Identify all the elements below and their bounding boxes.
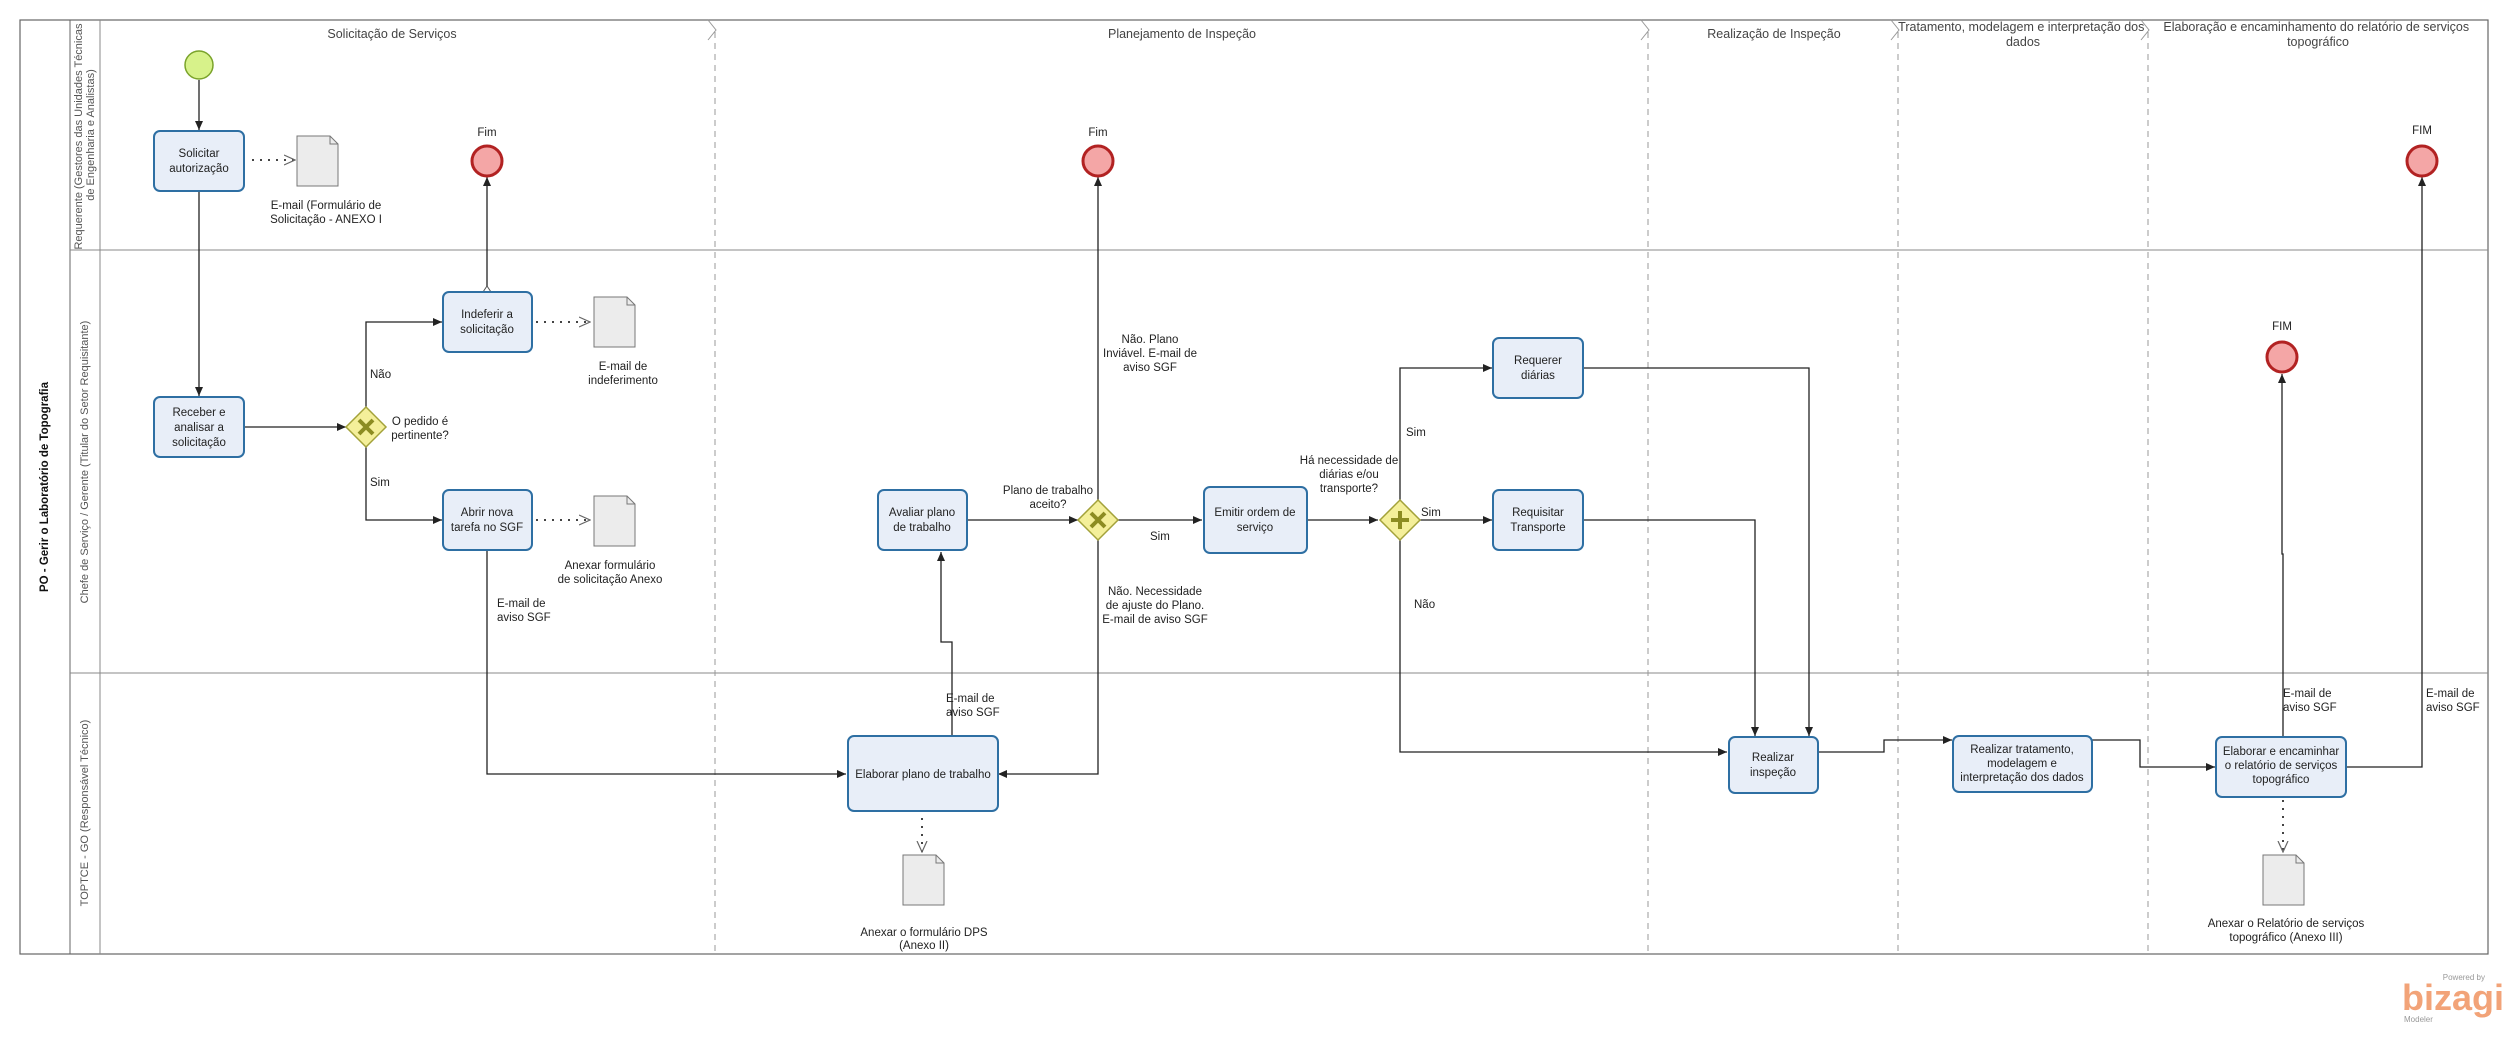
flow-realizar-tratamento bbox=[1818, 736, 1952, 753]
exclusive-x-icon bbox=[357, 418, 375, 436]
bizagi-wordmark: bizagi bbox=[2402, 977, 2504, 1018]
gateways bbox=[344, 405, 1422, 542]
end-event-fim2-label: Fim bbox=[1088, 127, 1107, 139]
documents bbox=[296, 135, 2305, 906]
end-event-fim1[interactable] bbox=[470, 144, 504, 178]
svg-text:Elaborar plano de trabalho: Elaborar plano de trabalho bbox=[855, 769, 991, 781]
flow-tratamento-elaborarrel bbox=[2092, 739, 2215, 771]
flow-abrir-elaborar bbox=[486, 550, 846, 778]
start-event[interactable] bbox=[184, 50, 214, 80]
document-icon[interactable] bbox=[593, 495, 636, 547]
modeler-text: Modeler bbox=[2404, 1015, 2433, 1024]
phase-tratamento: Tratamento, modelagem e interpretação do… bbox=[1898, 20, 2148, 49]
end-event-fim3[interactable] bbox=[2265, 340, 2299, 374]
phase-realizacao: Realização de Inspeção bbox=[1707, 27, 1840, 41]
flow-label-sim: Sim bbox=[1421, 507, 1441, 519]
flow-gw1-abrir bbox=[365, 445, 442, 524]
document-icon[interactable] bbox=[902, 854, 945, 906]
lane-labels: Requerente (Gestores das Unidades Técnic… bbox=[73, 20, 97, 907]
associations bbox=[252, 160, 2283, 852]
phase-separators bbox=[707, 19, 2150, 954]
flow-label-nao: Não bbox=[1414, 599, 1435, 611]
end-event-fim2[interactable] bbox=[1081, 144, 1115, 178]
end-event-fim3-label: FIM bbox=[2272, 321, 2292, 333]
phase-elaboracao: Elaboração e encaminhamento do relatório… bbox=[2163, 20, 2472, 49]
flow-label-sim: Sim bbox=[1406, 427, 1426, 439]
end-event-fim4[interactable] bbox=[2405, 144, 2439, 178]
flow-gw3-realizar bbox=[1399, 538, 1727, 756]
phase-solicitacao: Solicitação de Serviços bbox=[327, 27, 456, 41]
gateway-plano-aceito[interactable] bbox=[1076, 498, 1120, 542]
flow-elaborarrel-fim4 bbox=[2346, 177, 2426, 768]
end-event-fim1-label: Fim bbox=[477, 127, 496, 139]
flow-requisitar-realizar bbox=[1583, 519, 1759, 736]
powered-by-text: Powered by bbox=[2443, 973, 2485, 982]
flow-gw2-elaborar bbox=[998, 538, 1099, 778]
flow-label-nao: Não bbox=[370, 369, 391, 381]
flow-gw1-indeferir bbox=[365, 318, 442, 409]
bizagi-logo: Powered by bizagi Modeler bbox=[2402, 973, 2504, 1024]
document-icon[interactable] bbox=[2262, 854, 2305, 906]
phase-planejamento: Planejamento de Inspeção bbox=[1108, 27, 1256, 41]
sequence-flows bbox=[195, 80, 2426, 778]
document-doc4-label: Anexar o formulário DPS(Anexo II) bbox=[860, 927, 988, 952]
end-events: Fim Fim FIM FIM bbox=[470, 125, 2439, 374]
flow-gw3-requerer bbox=[1399, 364, 1492, 502]
lane-toptce-label: TOPTCE - GO (Responsável Técnico) bbox=[79, 720, 91, 907]
end-event-fim4-label: FIM bbox=[2412, 125, 2432, 137]
document-icon[interactable] bbox=[593, 296, 636, 348]
task-elaborar-plano[interactable]: Elaborar plano de trabalho bbox=[847, 735, 999, 812]
flow-requerer-realizar bbox=[1583, 367, 1813, 736]
document-icon[interactable] bbox=[296, 135, 339, 187]
gateway-diarias-transporte[interactable] bbox=[1378, 498, 1422, 542]
lane-requerente-label: Requerente (Gestores das Unidades Técnic… bbox=[73, 20, 97, 249]
flow-elaborarrel-fim3 bbox=[2278, 374, 2286, 736]
flow-label-sim: Sim bbox=[1150, 531, 1170, 543]
svg-text:Realizar tratamento,modelagem: Realizar tratamento,modelagem einterpret… bbox=[1960, 744, 2084, 784]
parallel-plus-icon bbox=[1391, 511, 1409, 529]
lane-chefe-label: Chefe de Serviço / Gerente (Titular do S… bbox=[79, 321, 91, 604]
pool-title: PO - Gerir o Laboratório de Topografia bbox=[39, 381, 51, 592]
flow-label-sim: Sim bbox=[370, 477, 390, 489]
gateway-pedido-pertinente[interactable] bbox=[344, 405, 388, 449]
flow-elaborar-avaliar bbox=[937, 552, 953, 736]
exclusive-x-icon bbox=[1089, 511, 1107, 529]
